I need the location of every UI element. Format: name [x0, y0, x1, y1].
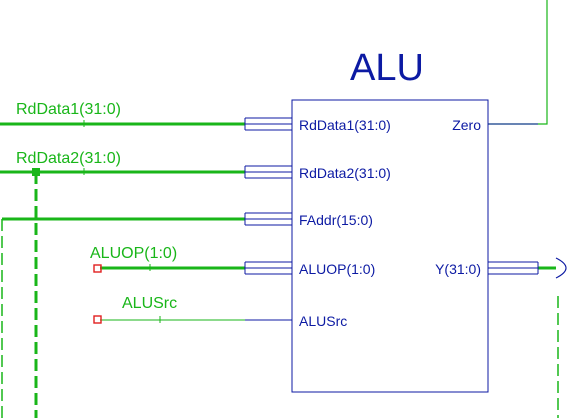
- pin-rddata2[interactable]: [244, 165, 292, 179]
- alu-body[interactable]: [291, 99, 489, 393]
- alu-title: ALU: [350, 47, 424, 89]
- port-label-alusrc: ALUSrc: [299, 313, 347, 329]
- port-label-zero: Zero: [452, 117, 481, 133]
- port-label-rddata1: RdData1(31:0): [299, 117, 391, 133]
- net-label-rddata2: RdData2(31:0): [16, 150, 121, 167]
- aluop-input-marker[interactable]: [93, 264, 102, 273]
- port-label-rddata2: RdData2(31:0): [299, 165, 391, 181]
- alu-block[interactable]: ALU: [244, 47, 539, 393]
- pin-rddata1[interactable]: [244, 117, 292, 131]
- port-label-y: Y(31:0): [435, 261, 481, 277]
- port-label-faddr: FAddr(15:0): [299, 212, 373, 228]
- net-label-alusrc: ALUSrc: [122, 295, 177, 312]
- junction-dot: [32, 168, 40, 176]
- net-label-aluop: ALUOP(1:0): [90, 245, 177, 262]
- pin-faddr[interactable]: [244, 212, 292, 226]
- alusrc-input-marker[interactable]: [93, 315, 102, 324]
- wire-zero[interactable]: [488, 0, 548, 125]
- pin-aluop[interactable]: [244, 261, 292, 275]
- port-label-aluop: ALUOP(1:0): [299, 261, 375, 277]
- partial-gate-symbol: [555, 257, 567, 279]
- pin-y[interactable]: [488, 261, 539, 275]
- net-label-rddata1: RdData1(31:0): [16, 101, 121, 118]
